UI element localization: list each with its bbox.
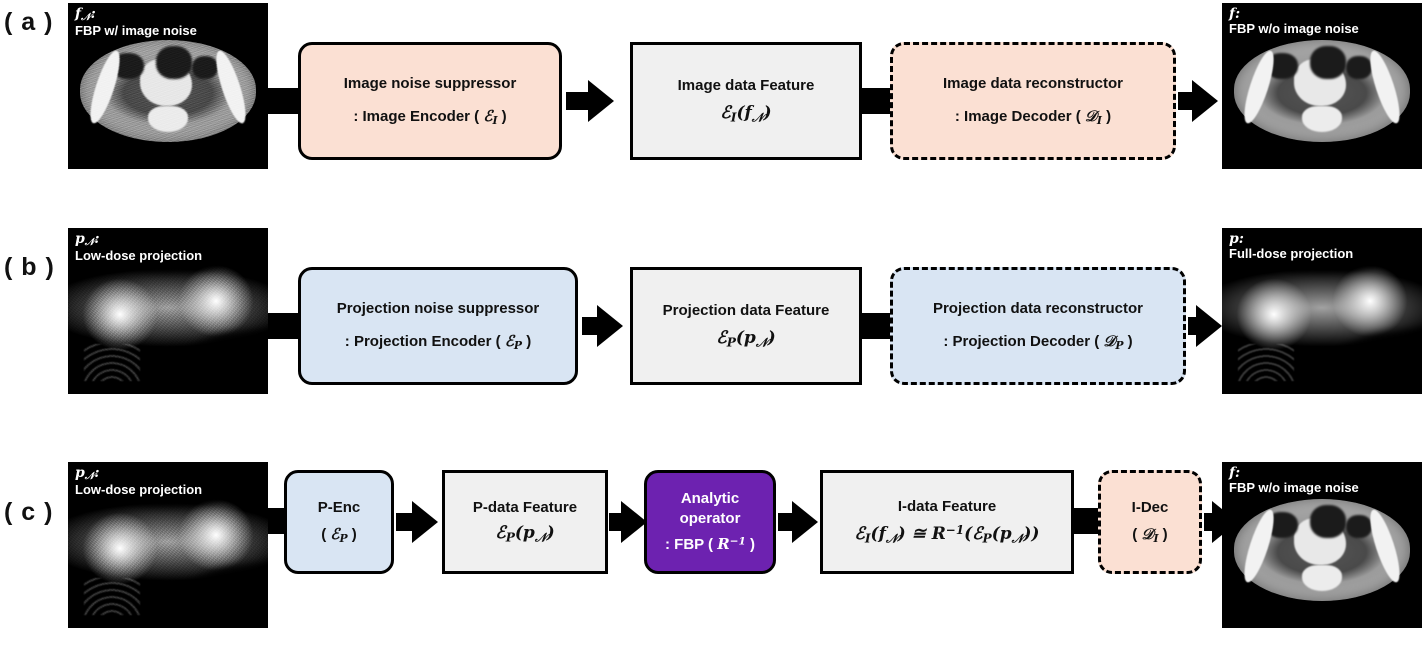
box-c-i-dec[interactable]: I-Dec ( 𝒟I )	[1098, 470, 1202, 574]
box-c-analytic-line3: : FBP ( R−1 )	[665, 534, 755, 553]
symbol-f-noisy: f𝒩:	[75, 6, 96, 23]
image-a-output-caption: f: FBP w/o image noise	[1229, 6, 1359, 37]
image-b-input-caption: p𝒩: Low-dose projection	[75, 231, 202, 263]
box-a-feature[interactable]: Image data Feature ℰI(f𝒩)	[630, 42, 862, 160]
box-b-feature-formula: ℰP(p𝒩)	[716, 328, 776, 350]
row-b: ( b ) p𝒩: Low-dose projection Projection…	[0, 225, 1425, 425]
connector-b-2	[862, 313, 892, 339]
panel-letter-c: ( c )	[4, 498, 54, 526]
box-b-encoder-line1: Projection noise suppressor	[336, 299, 540, 317]
box-b-feature[interactable]: Projection data Feature ℰP(p𝒩)	[630, 267, 862, 385]
box-c-p-feature-line1: P-data Feature	[472, 498, 578, 516]
box-a-encoder-line2: : Image Encoder ( ℰI )	[353, 106, 507, 127]
symbol-p-noisy: p𝒩:	[75, 231, 100, 248]
sinogram-noisy	[68, 462, 268, 628]
image-c-input-caption: p𝒩: Low-dose projection	[75, 465, 202, 497]
caption-text: FBP w/o image noise	[1229, 21, 1359, 37]
box-a-decoder[interactable]: Image data reconstructor : Image Decoder…	[890, 42, 1176, 160]
box-a-decoder-line2: : Image Decoder ( 𝒟I )	[954, 106, 1112, 127]
box-b-encoder-line2: : Projection Encoder ( ℰP )	[344, 331, 532, 352]
box-a-decoder-line1: Image data reconstructor	[942, 74, 1124, 92]
ct-scan-clean	[1222, 3, 1422, 169]
box-c-i-feature[interactable]: I-data Feature ℰI(f𝒩) ≅ R−1(ℰP(p𝒩))	[820, 470, 1074, 574]
box-c-i-dec-line1: I-Dec	[1131, 498, 1169, 516]
box-c-i-feature-formula: ℰI(f𝒩) ≅ R−1(ℰP(p𝒩))	[854, 522, 1040, 546]
image-c-output: f: FBP w/o image noise	[1222, 462, 1422, 628]
caption-text: Low-dose projection	[75, 247, 203, 263]
symbol-p-noisy: p𝒩:	[75, 465, 100, 482]
image-c-input: p𝒩: Low-dose projection	[68, 462, 268, 628]
image-b-output-caption: p: Full-dose projection	[1229, 231, 1353, 262]
image-a-input-caption: f𝒩: FBP w/ image noise	[75, 6, 197, 38]
image-a-output: f: FBP w/o image noise	[1222, 3, 1422, 169]
box-b-feature-line1: Projection data Feature	[662, 301, 830, 319]
panel-letter-a: ( a )	[4, 8, 54, 36]
box-c-analytic-line2: operator	[679, 510, 741, 528]
box-a-feature-formula: ℰI(f𝒩)	[720, 103, 772, 125]
symbol-f-clean: f:	[1229, 465, 1241, 481]
sinogram-clean	[1222, 228, 1422, 394]
box-a-feature-line1: Image data Feature	[677, 76, 815, 94]
caption-text: Full-dose projection	[1229, 246, 1354, 262]
image-b-input: p𝒩: Low-dose projection	[68, 228, 268, 394]
connector-c-2	[1074, 508, 1102, 534]
box-c-p-enc-line1: P-Enc	[317, 498, 361, 516]
ct-scan-clean	[1222, 462, 1422, 628]
box-b-decoder-line1: Projection data reconstructor	[932, 299, 1144, 317]
caption-text: FBP w/ image noise	[75, 22, 197, 38]
box-c-p-enc[interactable]: P-Enc ( ℰP )	[284, 470, 394, 574]
panel-letter-b: ( b )	[4, 253, 55, 281]
box-a-encoder[interactable]: Image noise suppressor : Image Encoder (…	[298, 42, 562, 160]
sinogram-noisy	[68, 228, 268, 394]
box-c-p-enc-line2: ( ℰP )	[321, 524, 357, 545]
box-c-analytic-line1: Analytic	[680, 490, 740, 508]
connector-a-1	[268, 88, 300, 114]
box-c-i-feature-line1: I-data Feature	[897, 498, 997, 516]
connector-b-1	[268, 313, 300, 339]
symbol-p-clean: p:	[1229, 231, 1244, 247]
box-b-decoder-line2: : Projection Decoder ( 𝒟P )	[943, 331, 1133, 352]
box-c-i-dec-line2: ( 𝒟I )	[1132, 524, 1168, 545]
image-a-input: f𝒩: FBP w/ image noise	[68, 3, 268, 169]
box-c-p-feature[interactable]: P-data Feature ℰP(p𝒩)	[442, 470, 608, 574]
caption-text: FBP w/o image noise	[1229, 480, 1359, 496]
image-b-output: p: Full-dose projection	[1222, 228, 1422, 394]
ct-scan-noisy	[68, 3, 268, 169]
box-c-p-feature-formula: ℰP(p𝒩)	[495, 523, 555, 545]
box-a-encoder-line1: Image noise suppressor	[343, 74, 517, 92]
row-a: ( a ) f𝒩: FBP w/ image noise Image noise…	[0, 0, 1425, 200]
image-c-output-caption: f: FBP w/o image noise	[1229, 465, 1359, 496]
box-b-encoder[interactable]: Projection noise suppressor : Projection…	[298, 267, 578, 385]
connector-a-2	[862, 88, 892, 114]
symbol-f-clean: f:	[1229, 6, 1241, 22]
caption-text: Low-dose projection	[75, 481, 203, 497]
box-c-analytic-operator[interactable]: Analytic operator : FBP ( R−1 )	[644, 470, 776, 574]
box-b-decoder[interactable]: Projection data reconstructor : Projecti…	[890, 267, 1186, 385]
row-c: ( c ) p𝒩: Low-dose projection P-Enc ( ℰP…	[0, 460, 1425, 667]
